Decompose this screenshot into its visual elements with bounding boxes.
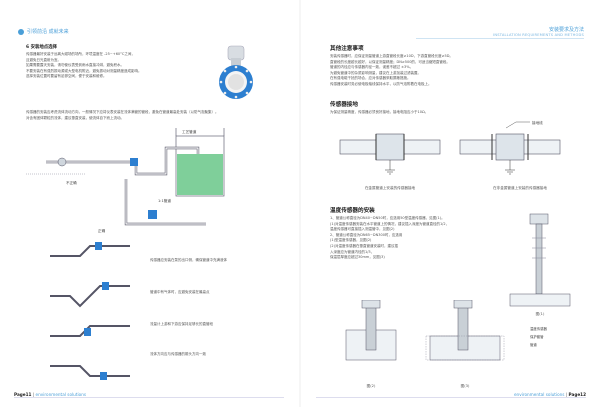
text-line: 温度传感器可直接插入测温管中，见图(2)	[330, 227, 395, 232]
text-line: 如果需要露天安装，请勿使仪表受到雨水直接冲淋，避免积水。	[26, 63, 124, 68]
right-header: 安装要求及方法 INSTALLATION REQUIREMENTS AND ME…	[493, 26, 584, 37]
footer-text-right: environmental solutions	[513, 392, 565, 397]
temp-sensor-figure-2	[345, 300, 397, 361]
footer-text: environmental solutions	[35, 392, 87, 397]
legend-sleeve: 保护套管	[530, 335, 544, 339]
page-number-right: Page12	[568, 392, 586, 397]
caption-figure-2: 图(2)	[366, 384, 376, 388]
installation-diagram-2	[50, 242, 130, 380]
text-line: 选择安装位置时要留有足够空间，便于安装和维修。	[26, 74, 107, 79]
installation-diagram-1: 工艺管道 不正确 1:1管道 正确	[26, 128, 225, 233]
caption-nonmetal-pipe: 在非金属管道上安装的传感器接地	[493, 186, 547, 190]
header-subtitle: INSTALLATION REQUIREMENTS AND METHODS	[493, 33, 584, 37]
brand-slogan: 引领前沿 成就未来	[27, 29, 69, 35]
note-1: 传感器应安装在泵的出口侧，确保管道中充满液体	[150, 258, 227, 262]
brand-logo-icon	[18, 28, 24, 35]
left-page: 引领前沿 成就未来 6 安装地点选择 传感器最好安装于远离大磁场的场所，环境温度…	[14, 28, 284, 398]
header-title: 安装要求及方法	[548, 27, 584, 33]
caption-figure-3: 图(3)	[460, 384, 470, 388]
flowmeter-image	[219, 45, 253, 99]
page-fold	[299, 0, 301, 407]
text-line: 传感器安装时务必使电极轴线保持水平，以防气泡附着在电极上。	[330, 81, 432, 86]
footer-separator-right: |	[564, 392, 569, 397]
header-divider	[416, 38, 584, 39]
text-line: 安装传感器时，应保证测量管道上游直管段长度≥10D，下游直管段长度≥5D。	[330, 54, 453, 58]
text-line: (2)对温度传感器在垂直管道安装时，建议插	[330, 243, 398, 248]
text-line: (1)对温度传感器安装在水平管道上的情况，建议插入深度为管道直径的1/2，	[330, 221, 450, 226]
text-line: 1、管道公称直径为DN40~DN50时，应选用50型温度传感器，见图(1)。	[330, 216, 445, 220]
section-text-grounding: 为保证测量精度，传感器必须良好接地，接地电阻应小于10Ω。	[330, 110, 429, 114]
ground-wire-label: 接地线	[532, 120, 543, 125]
text-line: 直管段的长度越长越好，以保证测量精度；DN≥500的，可适当缩短直管段。	[330, 59, 450, 64]
brand-header: 引领前沿 成就未来	[18, 28, 69, 35]
temp-sensor-figure-1	[509, 213, 571, 307]
text-line: 传感器的安装应考虑流体流动方向，一般情况下应将仪表安装在流体满管的管段，避免在管…	[26, 110, 219, 114]
tank-label: 工艺管道	[182, 129, 197, 134]
caption-metal-pipe: 在金属管道上安装的传感器接地	[364, 186, 416, 190]
footer-divider-right	[316, 397, 586, 398]
section-text-location: 传感器最好安装于远离大磁场的场所，环境温度在 -25~+60°C之间， 且避免日…	[26, 52, 196, 80]
legend-temp-sensor: 温度传感器	[530, 327, 547, 331]
footer-divider	[14, 397, 284, 398]
section-text-temperature: 1、管道公称直径为DN40~DN50时，应选用50型温度传感器，见图(1)。 (…	[330, 216, 500, 261]
text-line: 管道的内径应与传感器内径一致，误差不超过 ±3%。	[330, 65, 414, 70]
temp-sensor-figure-3	[425, 300, 505, 361]
footer-separator: |	[31, 392, 36, 397]
page-number: Page11	[14, 392, 32, 397]
wrong-label: 不正确	[66, 180, 77, 185]
text-line: 为避免管道中的杂质影响测量，建议在上游加装过滤装置。	[330, 70, 421, 75]
text-line: (1)型温度传感器，见图(2)	[330, 238, 372, 243]
text-line: 2、管道公称直径为DN65~DN300时，应选用	[330, 232, 403, 237]
footer-right: environmental solutions | Page12	[514, 392, 586, 397]
text-line: 在有强电磁干扰的场合，应对传感器采取屏蔽措施。	[330, 76, 411, 81]
note-3: 流量计上游和下游应保持足够长的直管段	[150, 322, 213, 326]
text-line: 且避免日光直射为宜。	[26, 57, 61, 62]
section-text-direction: 传感器的安装应考虑流体流动方向，一般情况下应将仪表安装在流体满管的管段，避免在管…	[26, 110, 276, 121]
text-line: 不要安装在有强烈振动源或大型电机附近，避免振动对测量精度造成影响。	[26, 68, 142, 73]
legend-pipe: 管道	[530, 343, 537, 347]
text-line: 对含有固体颗粒的流体，建议垂直安装，使流体自下而上流动。	[26, 115, 124, 120]
section-text-other: 安装传感器时，应保证测量管道上游直管段长度≥10D，下游直管段长度≥5D。 直管…	[330, 54, 580, 88]
section-title-other: 其他注意事项	[330, 46, 364, 52]
section-title-grounding: 传感器接地	[330, 102, 358, 108]
correct-label: 正确	[98, 228, 106, 233]
text-line: 入深度应为管道内径的1/3，	[330, 249, 375, 254]
text-line: 保温层厚度应超过30mm，见图(3)	[330, 255, 385, 260]
footer-left: Page11 | environmental solutions	[14, 392, 86, 397]
note-2: 管道中有气体时，应避免安装在最高点	[150, 290, 210, 294]
note-4: 流体方向应与传感器的箭头方向一致	[150, 352, 206, 356]
caption-figure-1: 图(1)	[535, 312, 545, 316]
text-line: 传感器最好安装于远离大磁场的场所，环境温度在 -25~+60°C之间，	[26, 52, 135, 56]
grounding-diagram: 接地线	[339, 120, 561, 175]
section-title-temperature: 温度传感器的安装	[330, 208, 375, 214]
pipe-label: 1:1管道	[158, 198, 171, 203]
section-title-location: 6 安装地点选择	[26, 45, 57, 50]
